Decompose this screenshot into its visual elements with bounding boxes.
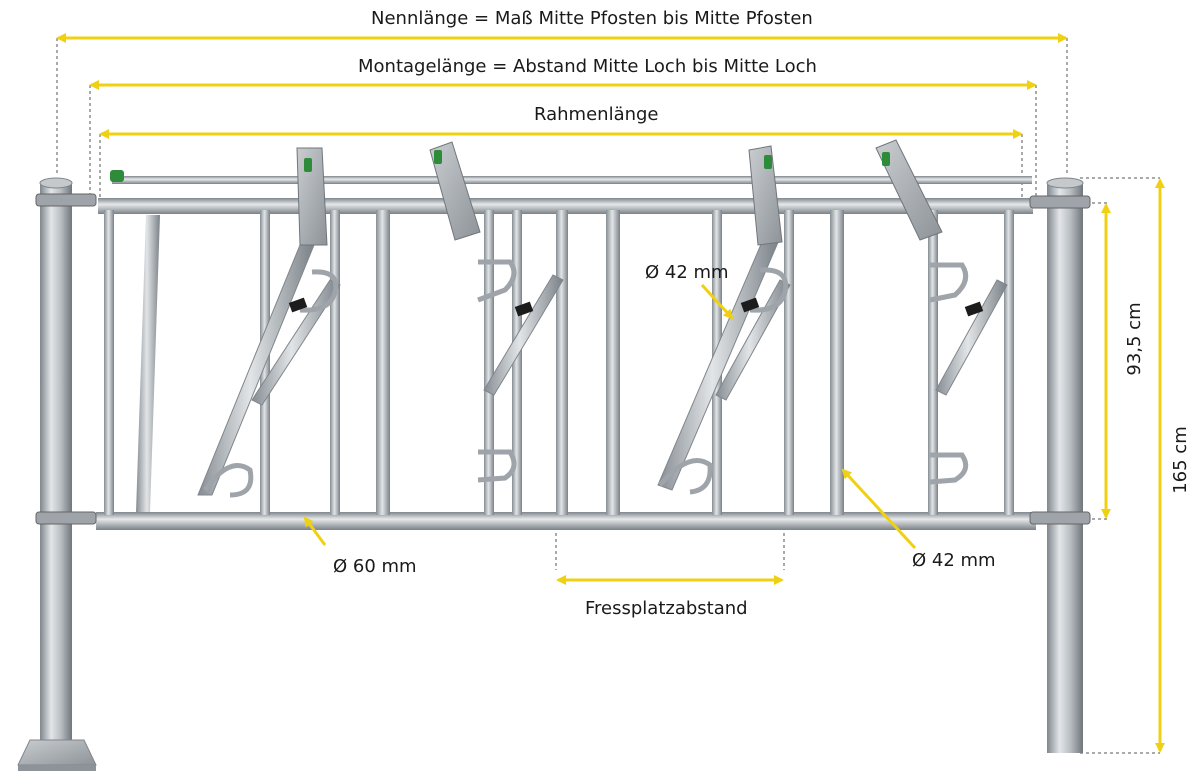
right-post xyxy=(1046,177,1084,753)
mounting-length-label: Montagelänge = Abstand Mitte Loch bis Mi… xyxy=(358,56,817,77)
yoke-loops xyxy=(202,259,969,498)
stoppers xyxy=(288,297,984,317)
frame-height-label: 93,5 cm xyxy=(1124,302,1145,376)
bottom-rail-diameter-label: Ø 60 mm xyxy=(333,556,417,577)
bar-diameter-top-label: Ø 42 mm xyxy=(645,262,729,283)
nominal-length-label: Nennlänge = Maß Mitte Pfosten bis Mitte … xyxy=(371,8,813,29)
total-height-label: 165 cm xyxy=(1170,426,1191,494)
lever-plates xyxy=(296,139,943,246)
frame-length-label: Rahmenlänge xyxy=(534,104,659,125)
dimension-lines xyxy=(56,33,1165,753)
left-post xyxy=(17,177,97,771)
latch-icons xyxy=(110,150,890,182)
clamps xyxy=(35,193,1091,525)
bar-diameter-right-label: Ø 42 mm xyxy=(912,550,996,571)
pointer-bottom-rail xyxy=(303,516,327,546)
pointer-bar-right xyxy=(841,468,917,550)
vertical-bars xyxy=(104,210,1014,515)
pointer-bar-top xyxy=(700,283,734,320)
feeding-spacing-label: Fressplatzabstand xyxy=(585,598,748,619)
bottom-rail xyxy=(96,512,1036,530)
extension-lines xyxy=(56,38,1160,754)
